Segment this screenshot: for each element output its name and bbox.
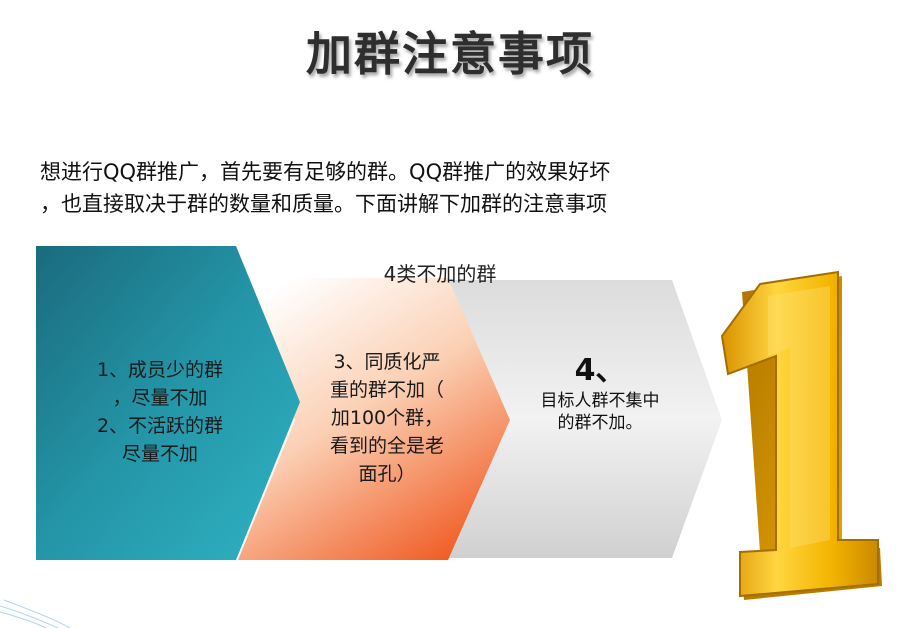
decorative-lines bbox=[0, 599, 71, 628]
chevron-2-line: 重的群不加（ bbox=[329, 379, 444, 401]
chevron-1-line: ，尽量不加 bbox=[112, 387, 208, 409]
chevron-1-text: 1、成员少的群 ，尽量不加 2、不活跃的群 尽量不加 bbox=[55, 356, 265, 468]
chevron-2-line: 面孔） bbox=[358, 463, 416, 485]
chevron-1-line: 尽量不加 bbox=[121, 443, 198, 465]
chevron-2-line: 看到的全是老 bbox=[329, 435, 444, 457]
chevron-2-line: 加100个群， bbox=[330, 407, 444, 429]
chevron-3-number: 4、 bbox=[574, 353, 626, 388]
chevron-orange bbox=[238, 278, 510, 560]
intro-line-2: ，也直接取决于群的数量和质量。下面讲解下加群的注意事项 bbox=[40, 192, 607, 216]
chevron-2-text: 3、同质化严 重的群不加（ 加100个群， 看到的全是老 面孔） bbox=[302, 348, 472, 488]
chevron-1-line: 1、成员少的群 bbox=[96, 359, 224, 381]
intro-paragraph: 想进行QQ群推广，首先要有足够的群。QQ群推广的效果好坏 ，也直接取决于群的数量… bbox=[40, 156, 740, 220]
chevron-teal bbox=[36, 246, 300, 560]
big-number-one bbox=[720, 270, 882, 600]
chevron-3-line: 目标人群不集中 bbox=[540, 391, 660, 411]
chevron-2-line: 3、同质化严 bbox=[333, 351, 441, 373]
chevron-1-line: 2、不活跃的群 bbox=[96, 415, 224, 437]
chevron-3-text: 4、 目标人群不集中 的群不加。 bbox=[505, 352, 695, 434]
chevron-3-line: 的群不加。 bbox=[557, 413, 643, 433]
intro-line-1: 想进行QQ群推广，首先要有足够的群。QQ群推广的效果好坏 bbox=[40, 160, 611, 184]
diagram-subtitle: 4类不加的群 bbox=[383, 262, 497, 286]
page-title: 加群注意事项 bbox=[306, 27, 594, 81]
chevron-gray bbox=[420, 280, 722, 558]
